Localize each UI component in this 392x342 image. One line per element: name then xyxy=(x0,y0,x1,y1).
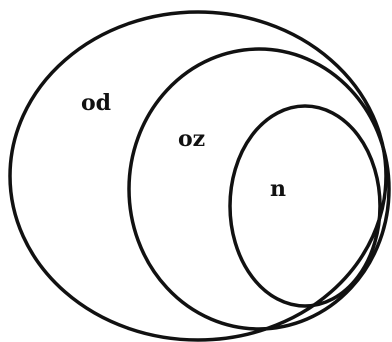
set-label-od: od xyxy=(81,90,111,116)
set-outline-od xyxy=(8,10,388,342)
set-outline-n xyxy=(228,104,382,308)
set-label-oz: oz xyxy=(178,126,205,152)
set-outline-oz xyxy=(127,47,391,331)
set-label-n: n xyxy=(270,176,286,202)
